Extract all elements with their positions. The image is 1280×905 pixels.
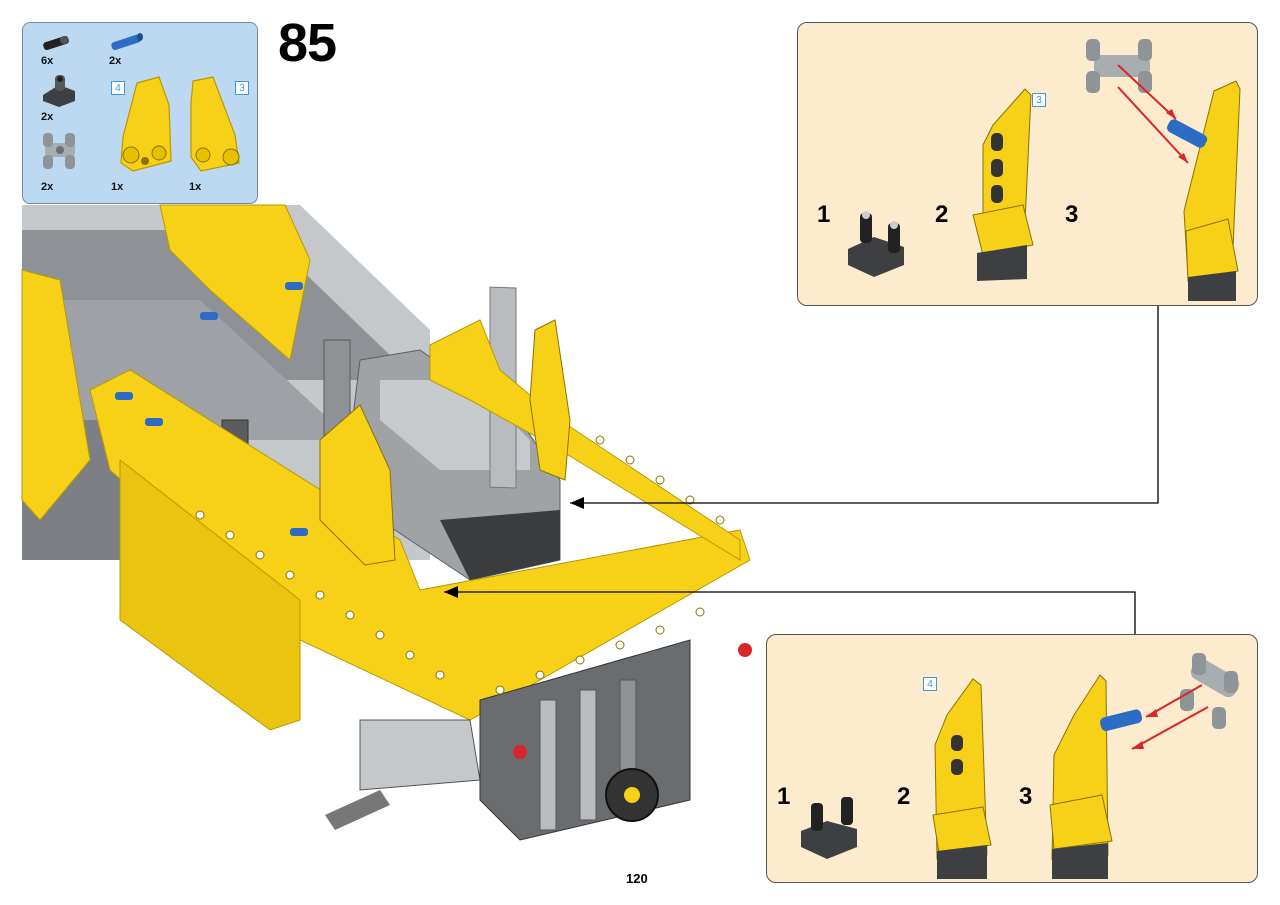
subassembly-panel-bottom: 1 2 3 4 <box>766 634 1258 883</box>
callout-line-bottom <box>444 591 1136 634</box>
sub-step-label: 2 <box>935 201 949 228</box>
yellow-panel-with-connector-icon <box>932 678 992 879</box>
yellow-frame <box>21 204 751 731</box>
sub-step-label: 3 <box>1065 201 1079 228</box>
subassembly-ref-badge-3: 3 <box>235 81 249 95</box>
dark-grey-connector-part-icon <box>43 75 75 107</box>
callout-arrowhead-bottom-icon <box>444 586 458 598</box>
rear-assembly <box>325 639 752 841</box>
step-number: 85 <box>278 13 337 73</box>
part-qty-dark-connector: 2x <box>41 111 54 123</box>
red-insert-arrow <box>1117 86 1189 164</box>
page-number: 120 <box>626 871 648 886</box>
subassembly-ref-badge-3: 3 <box>1032 93 1046 107</box>
blue-axle-pin-part-icon <box>111 33 143 50</box>
mounted-yellow-panel-right <box>529 319 571 481</box>
sub-step-label: 1 <box>817 201 831 228</box>
part-qty-grey-connector: 2x <box>41 181 54 193</box>
yellow-panel-with-connector-icon <box>972 88 1034 281</box>
red-axle-pin-icon <box>513 745 527 759</box>
yellow-panel-right-part-icon <box>190 76 240 172</box>
red-axle-pin-icon-2 <box>738 643 752 657</box>
sub-step-label: 3 <box>1019 783 1033 810</box>
subassembly-ref-badge-4: 4 <box>923 677 937 691</box>
part-qty-blue-pin: 2x <box>109 55 122 67</box>
part-qty-black-peg: 6x <box>41 55 54 67</box>
red-insert-arrow <box>1131 706 1209 750</box>
light-grey-connector-part-icon <box>43 133 75 169</box>
mounted-yellow-panel-left <box>319 404 396 566</box>
callout-line-top <box>570 306 1159 504</box>
dark-connector-with-pegs-icon <box>848 211 904 277</box>
sub-step-label: 1 <box>777 783 791 810</box>
subassembly-ref-badge-4: 4 <box>111 81 125 95</box>
black-peg-part-icon <box>43 35 69 51</box>
assembly-with-arrows-icon <box>1086 39 1241 301</box>
yellow-panel-left-part-icon <box>120 76 172 172</box>
dark-connector-with-pegs-icon <box>801 797 857 859</box>
parts-list-panel: 6x 2x 2x 2x 4 1x 3 1x <box>22 22 258 204</box>
assembly-with-arrows-icon <box>1049 653 1240 879</box>
subassembly-panel-top: 1 2 3 3 <box>797 22 1258 306</box>
part-qty-yellow-right: 1x <box>189 181 202 193</box>
sub-step-label: 2 <box>897 783 911 810</box>
callout-arrowhead-top-icon <box>570 497 584 509</box>
red-insert-arrow <box>1117 64 1177 120</box>
part-qty-yellow-left: 1x <box>111 181 124 193</box>
